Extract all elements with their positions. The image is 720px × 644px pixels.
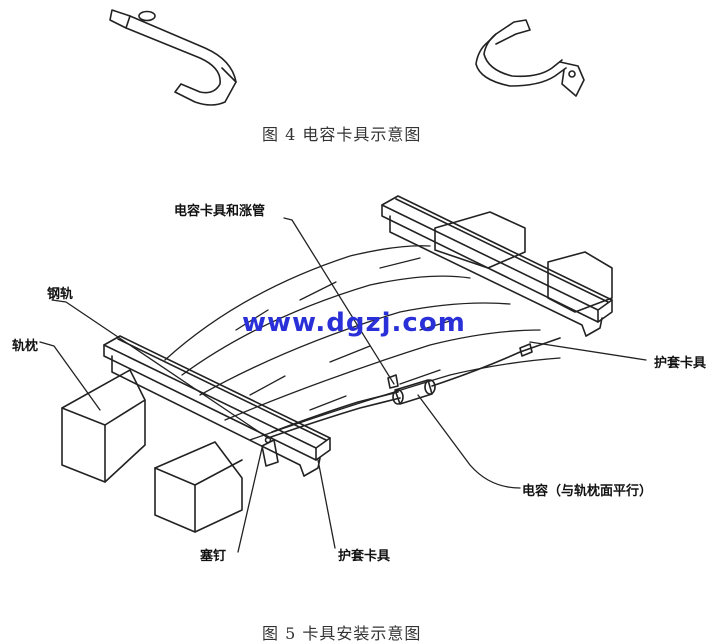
hook-clamp-drawing — [109, 9, 237, 106]
sleeper-front-right — [154, 441, 243, 533]
label-plug-nail: 塞钉 — [200, 549, 227, 564]
watermark: www.dgzj.com — [242, 308, 466, 338]
sleeper-front-left — [61, 369, 146, 483]
label-guard-clamp-right: 护套卡具 — [654, 356, 707, 371]
figure-4-caption: 图 4 电容卡具示意图 — [262, 125, 422, 144]
band-clamp-drawing — [475, 19, 585, 97]
sleeper-back-left — [434, 211, 526, 269]
label-clamp-and-sleeve: 电容卡具和涨管 — [174, 204, 266, 219]
label-capacitor: 电容（与轨枕面平行） — [522, 484, 653, 499]
leader-lines — [39, 217, 647, 553]
label-sleeper: 轨枕 — [12, 339, 39, 354]
right-rail — [381, 195, 613, 337]
left-rail — [103, 335, 331, 477]
figure-5-caption: 图 5 卡具安装示意图 — [262, 624, 422, 643]
capacitor-assembly — [261, 337, 561, 467]
label-rail: 钢轨 — [47, 287, 74, 302]
label-guard-clamp-bottom: 护套卡具 — [338, 549, 391, 564]
